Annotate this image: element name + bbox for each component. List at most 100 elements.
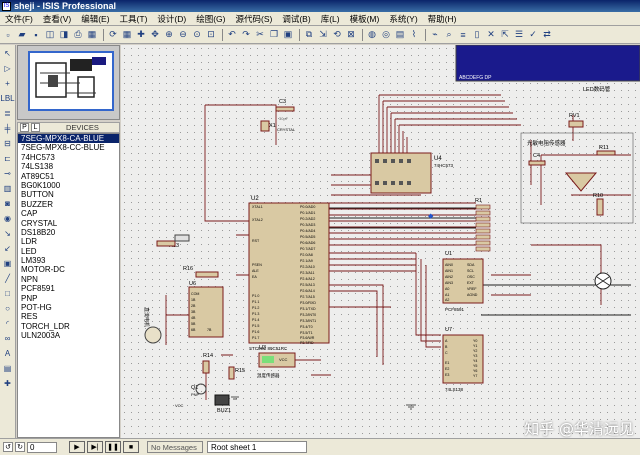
device-item[interactable]: DS18B20	[21, 227, 56, 237]
tape-recorder-icon[interactable]: ◙	[5, 198, 10, 208]
r16-resistor[interactable]	[195, 271, 219, 278]
device-item[interactable]: BUTTON	[21, 190, 54, 200]
pick-devices-button[interactable]: P	[20, 123, 29, 132]
origin-icon[interactable]: ✚	[137, 29, 145, 39]
menu-system[interactable]: 系统(Y)	[389, 13, 418, 24]
schematic-canvas[interactable]: ABCDEFG DP LED数码管	[121, 45, 640, 438]
current-probe-icon[interactable]: ↙	[4, 243, 11, 253]
device-item[interactable]: POT-HG	[21, 303, 52, 313]
stop-button[interactable]: ■	[123, 441, 139, 453]
u2-mcu[interactable]	[248, 202, 330, 344]
library-manager-button[interactable]: L	[31, 123, 40, 132]
print-icon[interactable]: ⎙	[74, 29, 82, 39]
rotation-angle-field[interactable]: 0	[27, 441, 57, 453]
u1-adc[interactable]	[442, 258, 484, 304]
selection-mode-icon[interactable]: ↖	[4, 48, 11, 58]
path-2d-icon[interactable]: ∞	[4, 333, 11, 343]
netlist-to-ares-icon[interactable]: ⇄	[543, 29, 551, 39]
buz1-buzzer[interactable]	[214, 394, 230, 406]
new-file-icon[interactable]: ▫	[6, 29, 10, 40]
virtual-instrument-icon[interactable]: ▣	[3, 258, 12, 268]
block-delete-icon[interactable]: ⊠	[347, 29, 355, 39]
block-copy-icon[interactable]: ⧉	[305, 29, 313, 39]
menu-edit[interactable]: 编辑(E)	[81, 13, 110, 24]
junction-dot-icon[interactable]: +	[5, 78, 10, 88]
schematic-drawing[interactable]: ABCDEFG DP LED数码管	[121, 45, 640, 438]
cut-icon[interactable]: ✂	[256, 29, 264, 39]
menu-debug[interactable]: 调试(B)	[282, 13, 311, 24]
lm393-comparator[interactable]	[564, 172, 598, 192]
pan-icon[interactable]: ✥	[151, 29, 159, 39]
new-sheet-icon[interactable]: ▯	[474, 29, 480, 39]
device-item[interactable]: PCF8591	[21, 284, 55, 294]
make-device-icon[interactable]: ◎	[382, 29, 390, 39]
decompose-icon[interactable]: ⌇	[411, 29, 417, 39]
x1-crystal[interactable]	[260, 120, 270, 132]
symbol-icon[interactable]: ▤	[3, 363, 12, 373]
device-item[interactable]: TORCH_LDR	[21, 321, 70, 331]
marker-icon[interactable]: ✚	[4, 378, 11, 388]
pause-button[interactable]: ❚❚	[105, 441, 121, 453]
device-item[interactable]: ULN2003A	[21, 331, 61, 341]
q1-transistor[interactable]	[195, 383, 207, 395]
r11-resistor[interactable]	[596, 150, 616, 156]
device-item[interactable]: 7SEG-MPX8-CA-BLUE	[18, 134, 119, 144]
export-icon[interactable]: ◨	[59, 29, 69, 39]
device-item[interactable]: RES	[21, 312, 38, 322]
overview-window[interactable]	[17, 45, 120, 120]
r14-resistor[interactable]	[202, 360, 210, 374]
save-icon[interactable]: ▪	[34, 29, 38, 40]
undo-icon[interactable]: ↶	[228, 29, 236, 39]
r10-resistor[interactable]	[596, 198, 604, 216]
import-icon[interactable]: ◫	[45, 29, 55, 39]
rotate-ccw-icon[interactable]: ↺	[3, 442, 13, 452]
text-script-icon[interactable]: ≣	[4, 108, 11, 118]
component-mode-icon[interactable]: ▷	[4, 63, 11, 73]
subcircuit-icon[interactable]: ⊟	[4, 138, 11, 148]
wire-autorouter-icon[interactable]: ⌁	[432, 29, 438, 39]
copy-icon[interactable]: ❐	[269, 29, 279, 39]
menu-design[interactable]: 设计(D)	[157, 13, 187, 24]
menu-library[interactable]: 库(L)	[320, 13, 340, 24]
r13-resistor[interactable]	[156, 240, 176, 247]
block-move-icon[interactable]: ⇲	[319, 29, 327, 39]
device-item[interactable]: PNP	[21, 293, 38, 303]
exit-to-parent-icon[interactable]: ⇱	[501, 29, 509, 39]
terminal-icon[interactable]: ⊏	[4, 153, 11, 163]
device-item[interactable]: 74HC573	[21, 152, 55, 162]
arc-2d-icon[interactable]: ◜	[5, 318, 10, 328]
graph-icon[interactable]: ▥	[3, 183, 12, 193]
menu-tools[interactable]: 工具(T)	[119, 13, 148, 24]
generator-icon[interactable]: ◉	[4, 213, 11, 223]
device-item[interactable]: 74LS138	[21, 162, 54, 172]
u6-driver[interactable]	[188, 286, 224, 338]
box-2d-icon[interactable]: □	[5, 288, 10, 298]
open-folder-icon[interactable]: ▰	[18, 29, 26, 39]
u7-decoder[interactable]	[442, 334, 484, 384]
menu-help[interactable]: 帮助(H)	[427, 13, 457, 24]
circle-2d-icon[interactable]: ○	[5, 303, 10, 313]
led-display[interactable]	[455, 45, 640, 82]
grid-icon[interactable]: ▦	[122, 29, 132, 39]
bus-icon[interactable]: ╪	[4, 123, 11, 133]
menu-view[interactable]: 查看(V)	[42, 13, 72, 24]
c4-capacitor[interactable]	[528, 160, 546, 166]
menu-graph[interactable]: 绘图(G)	[196, 13, 226, 24]
dc-motor[interactable]	[144, 326, 162, 344]
block-rotate-icon[interactable]: ⟲	[333, 29, 341, 39]
property-assign-icon[interactable]: ≡	[460, 29, 466, 40]
device-item[interactable]: LDR	[21, 237, 38, 247]
overview-viewport[interactable]	[28, 51, 114, 111]
wire-label-icon[interactable]: LBL	[0, 93, 15, 103]
device-item[interactable]: BUZZER	[21, 199, 53, 209]
menu-source[interactable]: 源代码(S)	[235, 13, 273, 24]
device-item[interactable]: BG0K1000	[21, 180, 61, 190]
device-item[interactable]: AT89C51	[21, 171, 55, 181]
c3-capacitor[interactable]	[275, 106, 295, 112]
packaging-icon[interactable]: ▤	[395, 29, 405, 39]
device-item[interactable]: LM393	[21, 256, 46, 266]
r1-resistor-network[interactable]	[475, 204, 491, 252]
search-icon[interactable]: ⌕	[446, 29, 452, 39]
redraw-icon[interactable]: ⟳	[109, 29, 117, 39]
device-item[interactable]: CRYSTAL	[21, 218, 58, 228]
